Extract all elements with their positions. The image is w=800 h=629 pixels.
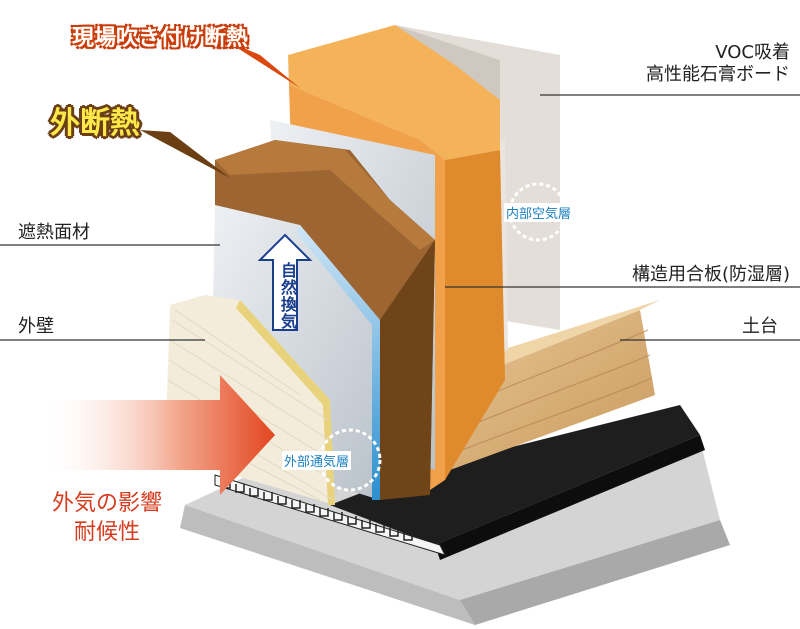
outside-air-arrow bbox=[40, 375, 275, 495]
ventilation-up-arrow bbox=[257, 233, 313, 331]
exterior-insulation-callout: 外断熱 bbox=[50, 106, 140, 141]
outer-wall-label: 外壁 bbox=[18, 316, 54, 337]
influence-line2: 耐候性 bbox=[74, 519, 141, 545]
voc-label-line1: VOC吸着 bbox=[715, 42, 790, 63]
outer-air-layer-label: 外部通気層 bbox=[282, 451, 352, 470]
sill-label: 土台 bbox=[742, 316, 778, 337]
voc-label-line2: 高性能石膏ボード bbox=[646, 63, 790, 85]
inner-air-layer-label: 内部空気層 bbox=[504, 203, 574, 222]
spray-callout-pointer bbox=[225, 40, 300, 88]
black-membrane bbox=[330, 405, 705, 560]
structural-plywood-label: 構造用合板(防湿層) bbox=[631, 264, 790, 285]
influence-line1: 外気の影響 bbox=[52, 491, 163, 516]
vent-strip bbox=[214, 474, 446, 556]
natural-ventilation-label: 自然換気 bbox=[278, 262, 297, 330]
voc-gypsum-label: VOC吸着 高性能石膏ボード bbox=[646, 42, 790, 85]
exterior-callout-pointer bbox=[140, 130, 230, 178]
spray-insulation-callout: 現場吹き付け断熱 bbox=[72, 26, 249, 51]
outside-air-influence-label: 外気の影響 耐候性 bbox=[52, 490, 162, 547]
leader-lines bbox=[0, 94, 800, 341]
heat-shield-label: 遮熱面材 bbox=[18, 222, 90, 243]
